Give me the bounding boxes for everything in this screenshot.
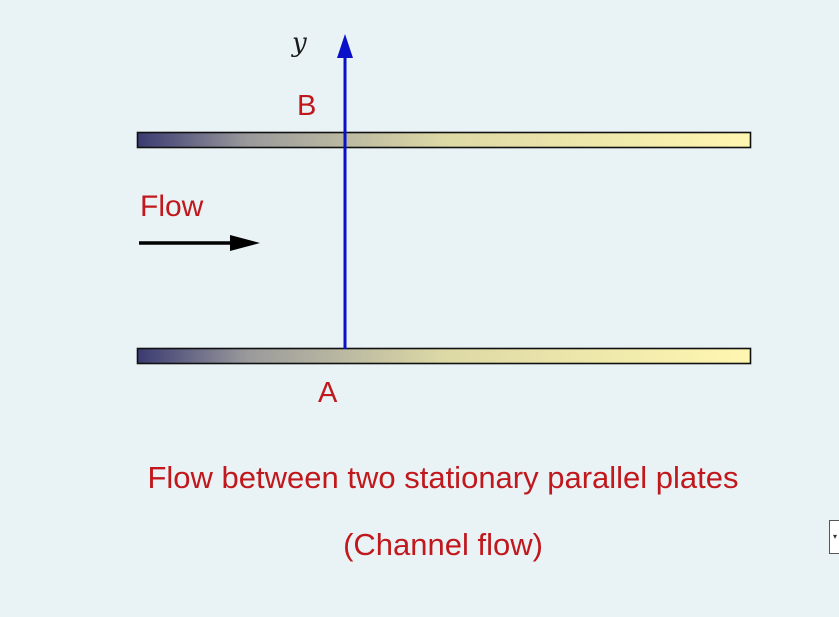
y-axis-label: y — [292, 28, 307, 58]
point-a-label: A — [318, 377, 338, 409]
point-b-label: B — [297, 90, 317, 122]
y-axis-arrow — [337, 34, 353, 349]
chevron-down-icon: ▾ — [833, 532, 838, 541]
caption-title: Flow between two stationary parallel pla… — [147, 460, 739, 495]
bottom-plate — [136, 347, 752, 365]
top-plate — [136, 131, 752, 149]
caption-subtitle: (Channel flow) — [343, 527, 543, 562]
edge-control-button[interactable]: ▾ — [829, 520, 839, 554]
flow-arrow — [139, 235, 260, 251]
flow-label: Flow — [140, 190, 204, 223]
